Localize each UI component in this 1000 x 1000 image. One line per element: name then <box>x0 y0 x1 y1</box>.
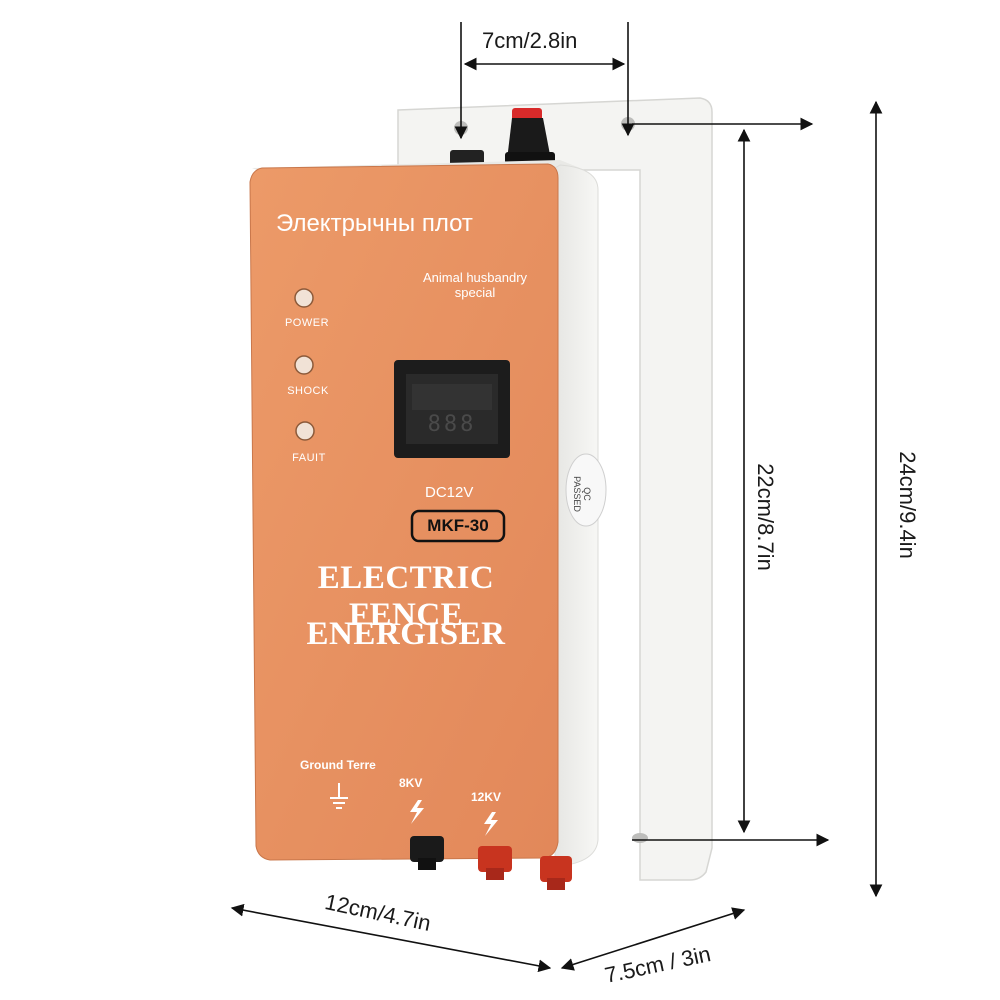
lightning-8kv-icon <box>410 800 424 824</box>
mount-hole-bottom <box>632 833 648 843</box>
qc-sticker <box>565 453 607 527</box>
heading-line1: ELECTRIC FENCE <box>317 560 495 633</box>
ground-terminal-label: Ground Terre <box>300 758 376 772</box>
title-cyrillic: Электрычны плот <box>276 210 473 237</box>
subtitle-line2: special <box>454 285 496 300</box>
shock-led <box>294 355 314 375</box>
lightning-12kv-icon <box>484 812 498 836</box>
qc-sticker-text: QC PASSED <box>572 474 592 514</box>
fault-label: FAUIT <box>292 452 326 464</box>
subtitle: Animal husbandry special <box>416 270 534 300</box>
power-label: POWER <box>284 317 330 329</box>
shock-label: SHOCK <box>287 385 329 397</box>
display-digits: 888 <box>427 412 477 437</box>
voltage-label: DC12V <box>425 484 474 501</box>
subtitle-line1: Animal husbandry <box>422 270 528 285</box>
12kv-terminal-label: 12KV <box>471 790 502 804</box>
dim-top-width: 7cm/2.8in <box>482 28 578 53</box>
dim-total-height: 24cm/9.4in <box>895 451 920 559</box>
heading-line2: ENERGISER <box>306 616 506 652</box>
terminal-posts <box>410 836 572 890</box>
ground-symbol-icon <box>330 783 348 809</box>
led-indicators <box>294 288 315 441</box>
model-box <box>410 509 506 543</box>
qc-line2: PASSED <box>572 476 582 512</box>
top-switch <box>450 150 484 166</box>
8kv-terminal-label: 8KV <box>399 776 423 790</box>
power-led <box>294 288 314 308</box>
qc-line1: QC <box>582 487 592 501</box>
model-label: MKF-30 <box>427 516 489 535</box>
fault-led <box>295 421 315 441</box>
dimension-lines <box>230 22 883 973</box>
digital-display <box>394 360 510 458</box>
dim-front-height: 22cm/8.7in <box>753 463 778 571</box>
front-panel <box>249 163 559 861</box>
